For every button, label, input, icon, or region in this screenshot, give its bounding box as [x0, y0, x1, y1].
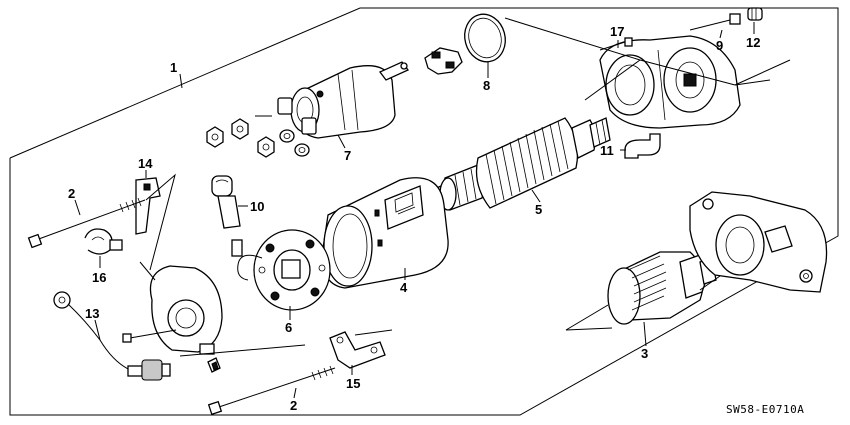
part-bracket — [329, 331, 386, 369]
callout-15: 15 — [346, 376, 360, 391]
callout-4: 4 — [400, 280, 408, 295]
callout-12: 12 — [746, 35, 760, 50]
callout-6: 6 — [285, 320, 292, 335]
part-through-bolt-upper — [27, 197, 146, 249]
callout-17: 17 — [610, 24, 624, 39]
part-terminal-bracket — [135, 177, 161, 235]
callout-labels: 1 2 2 3 4 5 6 7 8 9 10 11 12 13 14 15 16… — [68, 24, 760, 413]
part-pinion-gear — [607, 251, 717, 325]
part-brush — [211, 175, 241, 229]
part-armature — [431, 117, 611, 211]
callout-13: 13 — [85, 306, 99, 321]
part-brush-holder — [231, 229, 331, 311]
callout-5: 5 — [535, 202, 542, 217]
part-o-ring — [464, 13, 506, 63]
part-yoke — [321, 177, 449, 289]
callout-1: 1 — [170, 60, 177, 75]
assembly-outline — [9, 7, 839, 416]
part-dust-boot — [624, 133, 661, 159]
part-contact-fork — [424, 47, 463, 75]
callout-9: 9 — [716, 38, 723, 53]
part-through-bolt-lower — [207, 365, 336, 416]
callout-8: 8 — [483, 78, 490, 93]
part-end-cover — [122, 265, 223, 373]
callout-10: 10 — [250, 199, 264, 214]
callout-2-lower: 2 — [290, 398, 297, 413]
part-front-housing — [599, 7, 763, 129]
part-solenoid — [206, 61, 410, 158]
callout-16: 16 — [92, 270, 106, 285]
leader-lines — [74, 17, 791, 399]
callout-2-upper: 2 — [68, 186, 75, 201]
part-clamp — [84, 228, 123, 255]
part-drive-housing — [689, 191, 828, 293]
diagram-code: SW58-E0710A — [726, 403, 804, 416]
callout-14: 14 — [138, 156, 153, 171]
callout-7: 7 — [344, 148, 351, 163]
callout-3: 3 — [641, 346, 648, 361]
callout-11: 11 — [600, 143, 614, 158]
